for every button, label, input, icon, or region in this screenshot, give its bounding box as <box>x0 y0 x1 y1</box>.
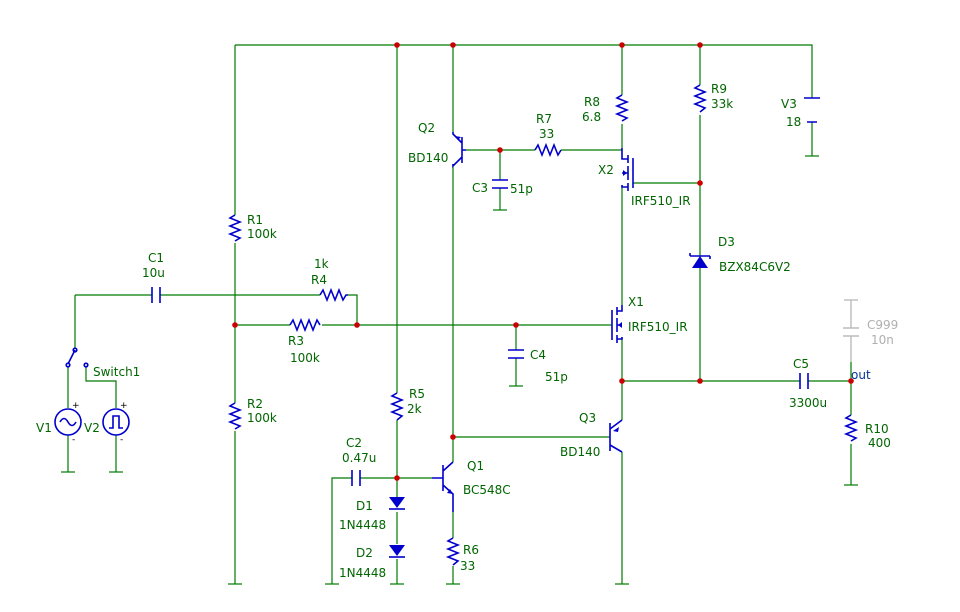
wires <box>67 44 852 584</box>
c2-ref: C2 <box>346 436 362 450</box>
resistor-r1[interactable]: R1 100k <box>227 213 277 242</box>
q2-ref: Q2 <box>418 121 435 135</box>
switch-switch1[interactable]: Switch1 <box>65 347 140 379</box>
c1-ref: C1 <box>148 251 164 265</box>
v2-ref: V2 <box>84 421 100 435</box>
v3-value: 18 <box>786 115 801 129</box>
zener-diode-d3[interactable]: D3 BZX84C6V2 <box>689 235 791 274</box>
mosfet-x2[interactable]: X2 IRF510_IR <box>598 148 691 208</box>
q2-value: BD140 <box>408 151 448 165</box>
r4-ref: R4 <box>311 273 327 287</box>
q3-ref: Q3 <box>579 411 596 425</box>
r6-value: 33 <box>460 559 475 573</box>
d2-ref: D2 <box>356 546 373 560</box>
v1-ref: V1 <box>36 421 52 435</box>
net-label-out: out <box>851 368 871 382</box>
r1-value: 100k <box>247 227 277 241</box>
diode-d1[interactable]: D1 1N4448 <box>339 497 405 532</box>
resistor-r8[interactable]: R8 6.8 <box>582 94 630 124</box>
resistor-r5[interactable]: R5 2k <box>389 387 425 421</box>
r6-ref: R6 <box>463 543 479 557</box>
d2-value: 1N4448 <box>339 566 386 580</box>
r8-ref: R8 <box>584 95 600 109</box>
resistor-r2[interactable]: R2 100k <box>227 397 277 430</box>
switch1-ref: Switch1 <box>93 365 140 379</box>
voltage-source-v1[interactable]: + - V1 <box>36 401 82 445</box>
v2-minus: - <box>120 435 123 445</box>
capacitor-c2[interactable]: C2 0.47u <box>342 436 376 486</box>
resistor-r9[interactable]: R9 33k <box>692 82 733 113</box>
resistor-r3[interactable]: R3 100k <box>288 317 321 365</box>
r10-ref: R10 <box>865 422 889 436</box>
resistor-r4[interactable]: 1k R4 <box>311 257 348 303</box>
r7-value: 33 <box>539 127 554 141</box>
resistor-r10[interactable]: R10 400 <box>843 414 891 450</box>
q1-ref: Q1 <box>467 459 484 473</box>
q1-value: BC548C <box>463 483 511 497</box>
c1-value: 10u <box>142 266 165 280</box>
r2-ref: R2 <box>247 397 263 411</box>
c999-value: 10n <box>871 333 894 347</box>
mosfet-x1[interactable]: X1 IRF510_IR <box>611 295 688 343</box>
r3-value: 100k <box>290 351 320 365</box>
pulse-source-v2[interactable]: + - V2 <box>84 401 130 445</box>
junctions <box>232 42 854 481</box>
c2-value: 0.47u <box>342 451 376 465</box>
transistor-q1-npn[interactable]: Q1 BC548C <box>432 459 511 512</box>
resistor-r7[interactable]: R7 33 <box>534 112 562 158</box>
capacitor-c4[interactable]: C4 51p <box>508 348 568 384</box>
capacitor-c999-disabled[interactable]: C999 10n <box>843 318 898 347</box>
d3-ref: D3 <box>718 235 735 249</box>
r3-ref: R3 <box>288 334 304 348</box>
c5-ref: C5 <box>793 357 809 371</box>
c5-value: 3300u <box>789 396 827 410</box>
c3-ref: C3 <box>472 181 488 195</box>
x1-value: IRF510_IR <box>628 320 688 334</box>
r5-ref: R5 <box>409 387 425 401</box>
r1-ref: R1 <box>247 213 263 227</box>
r10-value: 400 <box>868 436 891 450</box>
diode-d2[interactable]: D2 1N4448 <box>339 545 405 580</box>
resistor-r6[interactable]: R6 33 <box>445 537 479 573</box>
transistor-q2-pnp[interactable]: Q2 BD140 <box>408 121 466 168</box>
r4-value: 1k <box>314 257 329 271</box>
d1-ref: D1 <box>356 499 373 513</box>
capacitor-c5[interactable]: C5 3300u <box>789 357 827 410</box>
battery-v3[interactable]: V3 18 <box>781 97 820 129</box>
r7-ref: R7 <box>536 112 552 126</box>
r9-value: 33k <box>711 97 733 111</box>
v1-plus: + <box>72 401 80 411</box>
d3-value: BZX84C6V2 <box>719 260 791 274</box>
capacitor-c3[interactable]: C3 51p <box>472 179 533 196</box>
transistor-q3-pnp[interactable]: Q3 BD140 <box>560 411 623 459</box>
r2-value: 100k <box>247 411 277 425</box>
d1-value: 1N4448 <box>339 518 386 532</box>
x1-ref: X1 <box>628 295 644 309</box>
q3-value: BD140 <box>560 445 600 459</box>
r9-ref: R9 <box>711 82 727 96</box>
v3-ref: V3 <box>781 97 797 111</box>
c3-value: 51p <box>510 182 533 196</box>
x2-ref: X2 <box>598 163 614 177</box>
capacitor-c1[interactable]: C1 10u <box>142 251 165 303</box>
c999-ref: C999 <box>867 318 898 332</box>
c4-ref: C4 <box>530 348 546 362</box>
v2-plus: + <box>120 401 128 411</box>
v1-minus: - <box>72 435 75 445</box>
ground-symbols <box>61 155 858 585</box>
c4-value: 51p <box>545 370 568 384</box>
x2-value: IRF510_IR <box>631 194 691 208</box>
r8-value: 6.8 <box>582 110 601 124</box>
r5-value: 2k <box>407 402 422 416</box>
